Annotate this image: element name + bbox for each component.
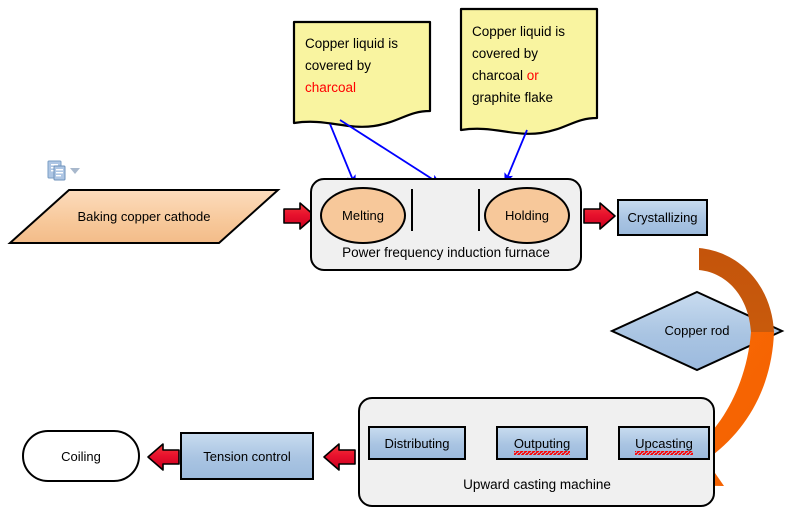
furnace-divider-left: [411, 189, 413, 231]
note-graphite-line-3: charcoal or: [472, 65, 594, 87]
outputing-label: Outputing: [513, 435, 571, 451]
outputing-box: Outputing: [496, 426, 588, 460]
spellcheck-underline: [513, 450, 571, 455]
arrow-curved-upper: [699, 248, 774, 332]
holding-label: Holding: [504, 208, 550, 223]
upcasting-label: Upcasting: [635, 435, 693, 451]
arrow-note1-to-furnace-mid: [339, 119, 441, 185]
arrow-casting-to-tension: [323, 443, 356, 471]
note-graphite-line-3-part-1: charcoal: [472, 68, 527, 83]
note-charcoal-text: Copper liquid is covered by charcoal: [305, 33, 425, 99]
melting-shape: Melting: [320, 187, 406, 244]
note-charcoal-line-3: charcoal: [305, 80, 357, 95]
arrow-furnace-to-crystallizing: [583, 202, 616, 230]
paste-options-icon[interactable]: [47, 160, 66, 181]
outputing-label-wrap: Outputing: [513, 435, 571, 455]
melting-label: Melting: [342, 208, 384, 223]
note-graphite-line-4: graphite flake: [472, 90, 554, 105]
upcasting-label-wrap: Upcasting: [635, 435, 693, 455]
baking-copper-cathode-label: Baking copper cathode: [77, 209, 211, 225]
distributing-box: Distributing: [368, 426, 466, 460]
tension-control-label: Tension control: [203, 448, 291, 464]
copper-rod-shape: [609, 290, 785, 372]
copper-rod-label: Copper rod: [664, 323, 730, 339]
coiling-shape: Coiling: [22, 430, 140, 482]
arrow-tension-to-coiling: [147, 443, 180, 471]
furnace-divider-right: [478, 189, 480, 231]
upcasting-box: Upcasting: [618, 426, 710, 460]
holding-shape: Holding: [484, 187, 570, 244]
chevron-down-icon[interactable]: [70, 168, 80, 174]
note-graphite-line-1: Copper liquid is: [472, 24, 566, 39]
tension-control-box: Tension control: [180, 432, 314, 480]
spellcheck-underline: [635, 450, 693, 455]
arrow-note1-to-melting: [329, 123, 356, 186]
note-charcoal-line-1: Copper liquid is: [305, 36, 399, 51]
baking-copper-cathode-shape: [7, 189, 281, 244]
note-charcoal-line-2: covered by: [305, 58, 372, 73]
coiling-label: Coiling: [61, 448, 101, 464]
crystallizing-label: Crystallizing: [627, 210, 698, 225]
crystallizing-box: Crystallizing: [617, 199, 708, 236]
arrow-note2-to-holding: [504, 129, 528, 184]
note-graphite-text: Copper liquid is covered by charcoal or …: [472, 21, 594, 109]
note-graphite-line-3-part-2: or: [526, 68, 539, 83]
distributing-label: Distributing: [384, 435, 450, 451]
note-graphite-line-2: covered by: [472, 46, 539, 61]
